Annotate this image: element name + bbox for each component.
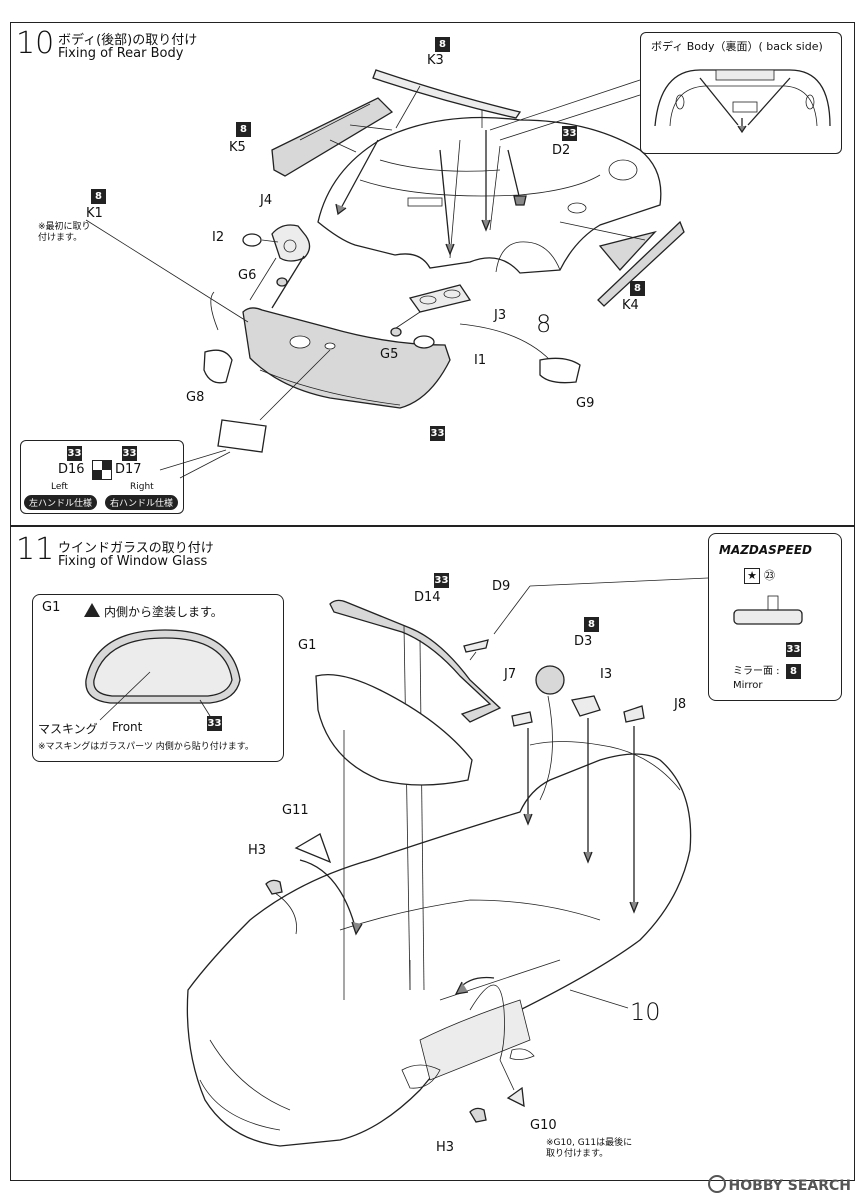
body-10-label: 10	[630, 998, 661, 1026]
d3-color-box: 8	[584, 617, 599, 632]
h3-top-label: H3	[248, 843, 267, 858]
j3-label: J3	[494, 308, 507, 323]
mirror-box	[708, 533, 842, 701]
k1-label: K1	[86, 206, 103, 221]
d9-label: D9	[492, 579, 511, 594]
k3-label: K3	[427, 53, 444, 68]
j7-label: J7	[504, 667, 517, 682]
g5-label: G5	[380, 347, 399, 362]
step11-frame	[10, 525, 855, 1181]
j8-label: J8	[674, 697, 687, 712]
glass-box	[32, 594, 284, 762]
g10-label: G10	[530, 1118, 557, 1133]
decal-number: ㉓	[764, 569, 775, 582]
d17-label: D17	[115, 462, 142, 477]
body-8-label: 8	[536, 310, 552, 338]
d17-color-box: 33	[122, 446, 137, 461]
mirror-face-color-box: 8	[786, 664, 801, 679]
mirror-en-label: Mirror	[733, 680, 763, 691]
glass-part-label: G1	[42, 600, 61, 615]
warning-text: 内側から塗装します。	[104, 605, 223, 619]
g8-label: G8	[186, 390, 205, 405]
watermark-text: HOBBY SEARCH	[728, 1178, 851, 1194]
right-spec-badge: 右ハンドル仕様	[105, 495, 179, 510]
g10-note: ※G10, G11は最後に 取り付けます。	[546, 1138, 633, 1159]
warning-icon	[84, 603, 100, 617]
mask-color-box: 33	[207, 716, 222, 731]
k3-color-box: 8	[435, 37, 450, 52]
back-side-title: ボディ Body（裏面）( back side)	[651, 40, 823, 53]
step11-number: 11	[16, 532, 55, 567]
d14-color-box: 33	[434, 573, 449, 588]
right-text: Right	[130, 482, 154, 492]
left-text: Left	[51, 482, 68, 492]
watermark: HOBBY SEARCH	[707, 1175, 851, 1194]
k4-color-box: 8	[630, 281, 645, 296]
k1-color-box: 8	[91, 189, 106, 204]
mazdaspeed-brand: MAZDASPEED	[719, 543, 812, 557]
mazda-logo-icon	[92, 460, 112, 480]
step10-title-jp: ボディ(後部)の取り付け	[58, 33, 198, 48]
star-icon: ★	[744, 568, 760, 584]
k4-label: K4	[622, 298, 639, 313]
mask-note: ※マスキングはガラスパーツ 内側から貼り付けます。	[38, 742, 254, 752]
d14-label: D14	[414, 590, 441, 605]
i3-label: I3	[600, 667, 613, 682]
k5-label: K5	[229, 140, 246, 155]
d16-color-box: 33	[67, 446, 82, 461]
step10-frame	[10, 22, 855, 527]
mask-label: マスキング	[38, 722, 98, 736]
i1-label: I1	[474, 353, 487, 368]
j4-label: J4	[260, 193, 273, 208]
watermark-logo-icon	[707, 1175, 726, 1193]
step10-title-en: Fixing of Rear Body	[58, 46, 184, 61]
left-spec-badge: 左ハンドル仕様	[24, 495, 98, 510]
i2-label: I2	[212, 230, 225, 245]
mirror-base-color-box: 33	[786, 642, 801, 657]
h3-bottom-label: H3	[436, 1140, 455, 1155]
decal-box	[20, 440, 184, 514]
front-label: Front	[112, 720, 143, 734]
g6-label: G6	[238, 268, 257, 283]
g9-label: G9	[576, 396, 595, 411]
k5-color-box: 8	[236, 122, 251, 137]
k1-note: ※最初に取り 付けます。	[38, 222, 91, 243]
d2-label: D2	[552, 143, 571, 158]
mirror-face-label: ミラー面 :	[733, 666, 780, 677]
back-side-inset	[640, 32, 842, 154]
bumper-color-box: 33	[430, 426, 445, 441]
step10-number: 10	[16, 26, 55, 61]
step11-title-jp: ウインドガラスの取り付け	[58, 541, 214, 556]
d16-label: D16	[58, 462, 85, 477]
g1-label: G1	[298, 638, 317, 653]
d3-label: D3	[574, 634, 593, 649]
g11-label: G11	[282, 803, 309, 818]
step11-title-en: Fixing of Window Glass	[58, 554, 208, 569]
d2-color-box: 33	[562, 126, 577, 141]
